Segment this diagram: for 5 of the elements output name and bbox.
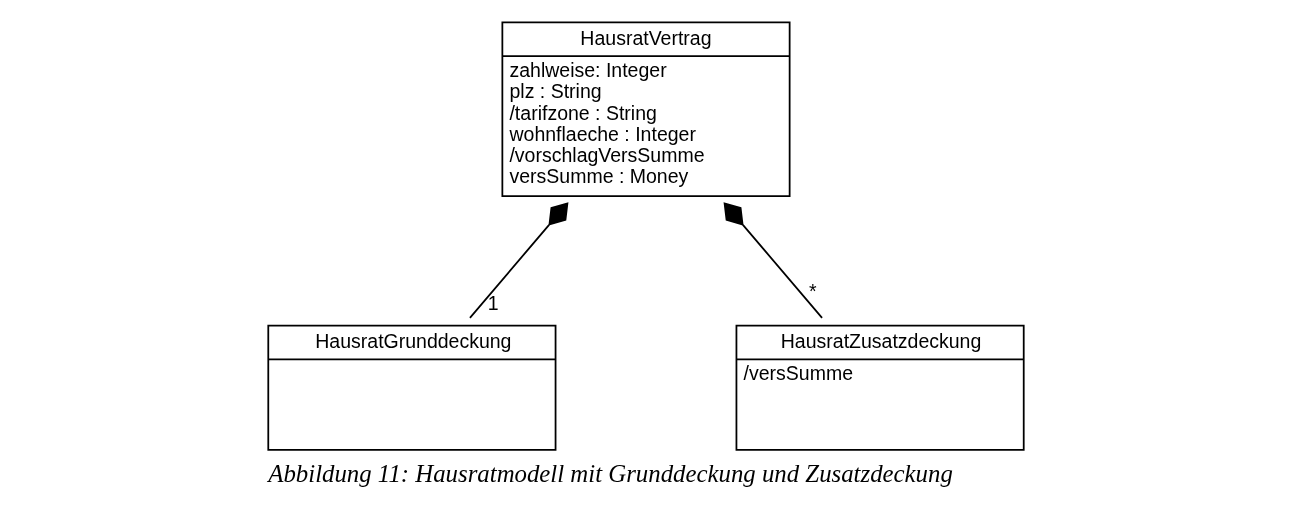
connector — [723, 202, 823, 319]
edge-label: * — [808, 279, 817, 302]
edge-label: 1 — [487, 291, 499, 314]
connector — [468, 202, 568, 319]
caption: Abbildung 11: Hausratmodell mit Grunddeckung und Zusatzdeckung — [267, 460, 953, 488]
